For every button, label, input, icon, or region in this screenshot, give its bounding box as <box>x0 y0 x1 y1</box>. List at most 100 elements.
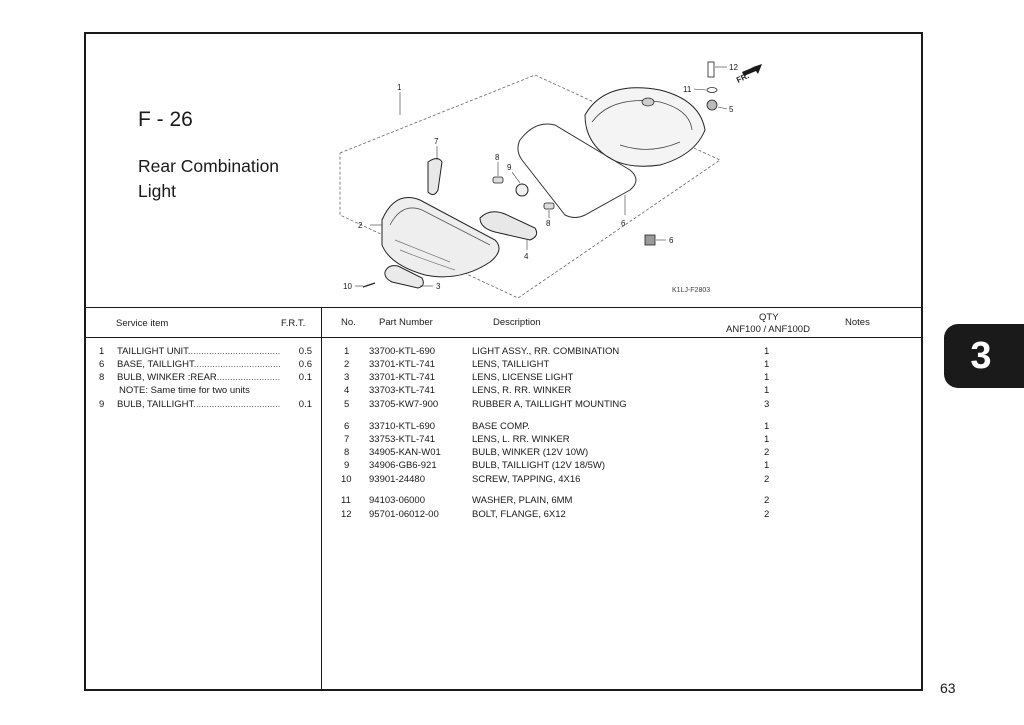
service-row-note: NOTE: Same time for two units <box>99 385 312 398</box>
service-row-label: TAILLIGHT UNIT <box>117 346 189 357</box>
table-row: 10 93901-24480 SCREW, TAPPING, 4X16 2 <box>336 474 776 487</box>
figure-title-line-2: Light <box>138 181 176 201</box>
service-row-label: BULB, TAILLIGHT <box>117 399 195 410</box>
service-row-frt: 0.5 <box>298 346 312 357</box>
parts-header-no: No. <box>341 317 356 328</box>
service-row-no: 8 <box>99 372 105 383</box>
callout-6b: 6 <box>669 236 674 245</box>
service-row-label: BASE, TAILLIGHT <box>117 359 195 370</box>
part-no: 6 <box>344 421 350 432</box>
service-row-no: 6 <box>99 359 105 370</box>
part-number: 93901-24480 <box>369 474 425 485</box>
rubber-mount-shape <box>706 99 718 111</box>
taillight-lens-shape <box>381 197 500 278</box>
part-no: 11 <box>341 495 351 506</box>
callout-4: 4 <box>524 252 529 261</box>
callout-2: 2 <box>358 221 363 230</box>
part-qty: 1 <box>764 372 770 383</box>
callout-8b: 8 <box>546 219 551 228</box>
callout-8a: 8 <box>495 153 500 162</box>
parts-header-description: Description <box>493 317 541 328</box>
part-number: 33705-KW7-900 <box>369 399 439 410</box>
part-number: 33700-KTL-690 <box>369 346 436 357</box>
part-number: 34906-GB6-921 <box>369 460 437 471</box>
callout-5: 5 <box>729 105 734 114</box>
winker-lens-right-shape <box>479 211 538 241</box>
service-row: 6 BASE, TAILLIGHT.......................… <box>99 359 312 372</box>
part-qty: 1 <box>764 421 770 432</box>
parts-header-model: ANF100 / ANF100D <box>726 324 810 335</box>
table-row: 5 33705-KW7-900 RUBBER A, TAILLIGHT MOUN… <box>336 399 776 412</box>
table-row: 4 33703-KTL-741 LENS, R. RR. WINKER 1 <box>336 385 776 398</box>
dot-leader: TAILLIGHT UNIT..........................… <box>187 346 280 357</box>
part-number: 33701-KTL-741 <box>369 359 436 370</box>
callout-11: 11 <box>683 85 692 94</box>
part-no: 7 <box>344 434 350 445</box>
front-arrow-icon <box>742 64 762 76</box>
part-number: 33703-KTL-741 <box>369 385 436 396</box>
parts-header-qty: QTY <box>759 312 779 323</box>
callout-10: 10 <box>343 282 352 291</box>
part-number: 34905-KAN-W01 <box>369 447 441 458</box>
winker-bulb-lower-shape <box>543 202 555 210</box>
table-row: 2 33701-KTL-741 LENS, TAILLIGHT 1 <box>336 359 776 372</box>
part-qty: 2 <box>764 495 770 506</box>
dot-leader: BASE, TAILLIGHT.........................… <box>193 359 280 370</box>
part-description: SCREW, TAPPING, 4X16 <box>472 474 581 485</box>
table-row: 11 94103-06000 WASHER, PLAIN, 6MM 2 <box>336 495 776 508</box>
license-lens-shape <box>384 265 424 289</box>
table-row: 3 33701-KTL-741 LENS, LICENSE LIGHT 1 <box>336 372 776 385</box>
figure-title: Rear Combination Light <box>138 154 279 204</box>
section-tab: 3 <box>944 324 1024 388</box>
part-number: 33753-KTL-741 <box>369 434 436 445</box>
part-no: 8 <box>344 447 350 458</box>
table-row: 7 33753-KTL-741 LENS, L. RR. WINKER 1 <box>336 434 776 447</box>
part-number: 94103-06000 <box>369 495 425 506</box>
part-no: 5 <box>344 399 350 410</box>
parts-header-notes: Notes <box>845 317 870 328</box>
part-qty: 3 <box>764 399 770 410</box>
service-row: 1 TAILLIGHT UNIT........................… <box>99 346 312 359</box>
winker-bulb-top-shape <box>492 176 504 184</box>
part-description: RUBBER A, TAILLIGHT MOUNTING <box>472 399 627 410</box>
part-no: 4 <box>344 385 350 396</box>
service-row: 9 BULB, TAILLIGHT.......................… <box>99 399 312 412</box>
part-qty: 1 <box>764 385 770 396</box>
callout-12: 12 <box>729 63 738 72</box>
service-row-frt: 0.1 <box>298 372 312 383</box>
part-no: 10 <box>341 474 352 485</box>
washer-shape <box>706 87 718 93</box>
figure-title-line-1: Rear Combination <box>138 156 280 176</box>
figure-code: F - 26 <box>138 108 193 131</box>
part-no: 3 <box>344 372 350 383</box>
service-row-label: NOTE: Same time for two units <box>119 385 250 396</box>
part-no: 9 <box>344 460 350 471</box>
part-description: BULB, TAILLIGHT (12V 18/5W) <box>472 460 606 471</box>
diagram-code: K1LJ-F2803 <box>672 287 711 294</box>
part-qty: 1 <box>764 434 770 445</box>
service-row-frt: 0.1 <box>298 399 312 410</box>
part-qty: 1 <box>764 346 770 357</box>
dot-leader: BULB, WINKER :REAR......................… <box>216 372 280 383</box>
part-description: LENS, R. RR. WINKER <box>472 385 572 396</box>
part-no: 1 <box>344 346 350 357</box>
part-description: LENS, TAILLIGHT <box>472 359 550 370</box>
part-qty: 2 <box>764 509 770 520</box>
page-number: 63 <box>940 680 956 696</box>
table-row: 12 95701-06012-00 BOLT, FLANGE, 6X12 2 <box>336 509 776 522</box>
part-description: LENS, LICENSE LIGHT <box>472 372 574 383</box>
part-qty: 1 <box>764 359 770 370</box>
part-qty: 1 <box>764 460 770 471</box>
part-number: 33701-KTL-741 <box>369 372 436 383</box>
part-description: BULB, WINKER (12V 10W) <box>472 447 589 458</box>
part-number: 95701-06012-00 <box>369 509 439 520</box>
service-row-label: BULB, WINKER :REAR <box>117 372 217 383</box>
table-column-divider <box>321 308 322 690</box>
table-row: 6 33710-KTL-690 BASE COMP. 1 <box>336 421 776 434</box>
callout-3: 3 <box>436 282 441 291</box>
part-qty: 2 <box>764 474 770 485</box>
page-frame <box>84 32 923 691</box>
parts-header-part-number: Part Number <box>379 317 433 328</box>
part-qty: 2 <box>764 447 770 458</box>
part-description: WASHER, PLAIN, 6MM <box>472 495 573 506</box>
